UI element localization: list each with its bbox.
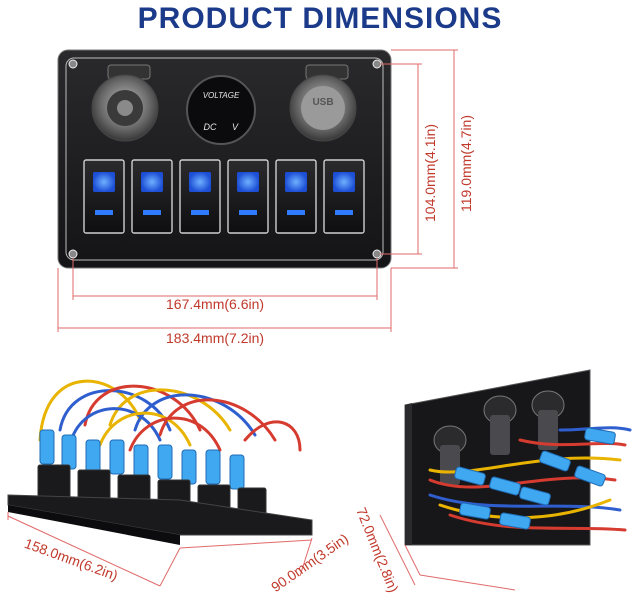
panel-width-inner-label: 167.4mm(6.6in) xyxy=(166,296,265,312)
corner-screw xyxy=(68,249,78,259)
rocker-switch xyxy=(83,159,125,234)
switch-light-icon xyxy=(237,172,259,192)
usb-cap-label: USB xyxy=(312,97,333,108)
corner-screw xyxy=(372,249,382,259)
switch-light-icon xyxy=(141,172,163,192)
panel-width-outer-label: 183.4mm(7.2in) xyxy=(166,330,265,346)
rocker-switch xyxy=(179,159,221,234)
panel-angled-view-left xyxy=(7,379,313,545)
bottom-right-dimension-lines xyxy=(379,514,516,591)
voltmeter-top-label: VOLTAGE xyxy=(203,91,240,100)
panel-angled-view-right xyxy=(404,369,632,546)
switch-light-icon xyxy=(189,172,211,192)
switch-light-icon xyxy=(285,172,307,192)
corner-screw xyxy=(372,59,382,69)
voltmeter-display: VOLTAGE DC V xyxy=(186,75,256,145)
switch-light-icon xyxy=(93,172,115,192)
front-dimension-lines xyxy=(57,49,458,332)
rocker-switch xyxy=(131,159,173,234)
bottom-left-dimension-lines xyxy=(7,512,313,587)
rocker-switch xyxy=(275,159,317,234)
corner-screw xyxy=(68,59,78,69)
cigarette-socket-icon xyxy=(91,64,159,142)
switch-panel-front: VOLTAGE DC V USB xyxy=(57,49,392,269)
rocker-switch xyxy=(323,159,365,234)
panel-height-outer-label: 119.0mm(4.7in) xyxy=(458,114,474,212)
panel-height-inner-label: 104.0mm(4.1in) xyxy=(422,123,438,222)
voltmeter-dc-label: DC xyxy=(204,122,217,132)
switch-light-icon xyxy=(333,172,355,192)
page-title: PRODUCT DIMENSIONS xyxy=(137,2,503,35)
usb-socket-icon: USB xyxy=(289,64,357,142)
rocker-switch-row xyxy=(83,159,365,234)
rocker-switch xyxy=(227,159,269,234)
voltmeter-v-label: V xyxy=(232,122,239,132)
